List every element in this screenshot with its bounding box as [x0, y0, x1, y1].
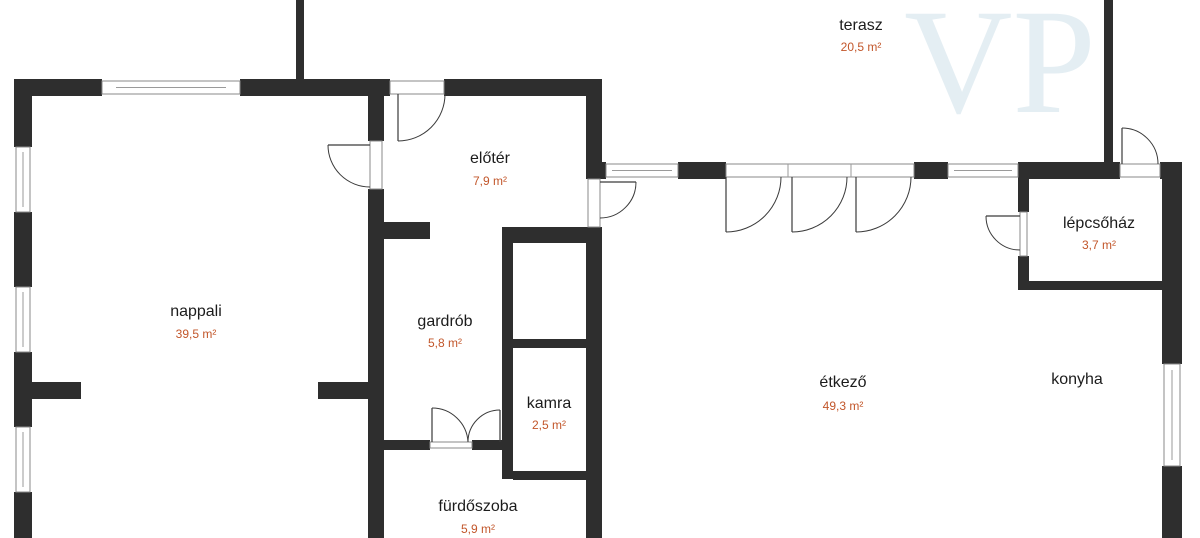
room-area: 5,9 m²: [461, 522, 495, 536]
room-gardrob: gardrób 5,8 m²: [417, 313, 472, 350]
room-name: előtér: [470, 150, 511, 167]
room-name: fürdőszoba: [438, 498, 517, 515]
room-kamra: kamra 2,5 m²: [527, 395, 572, 432]
windows: [15, 80, 1181, 493]
room-name: lépcsőház: [1063, 215, 1135, 232]
room-area: 7,9 m²: [473, 174, 507, 188]
room-area: 49,3 m²: [823, 399, 864, 413]
room-area: 20,5 m²: [841, 40, 882, 54]
room-etkezo: étkező 49,3 m²: [819, 374, 866, 413]
room-name: terasz: [839, 17, 883, 34]
walls: [14, 0, 1182, 538]
room-furdoszoba: fürdőszoba 5,9 m²: [438, 498, 517, 536]
room-name: gardrób: [417, 313, 472, 330]
room-name: étkező: [819, 374, 866, 391]
room-area: 3,7 m²: [1082, 238, 1116, 252]
room-name: nappali: [170, 303, 222, 320]
doors: [327, 80, 1161, 449]
room-terasz: terasz 20,5 m²: [839, 17, 883, 54]
watermark-logo: VP: [904, 0, 1096, 145]
room-lepcsohaz: lépcsőház 3,7 m²: [1063, 215, 1135, 252]
room-konyha: konyha: [1051, 371, 1103, 388]
room-area: 2,5 m²: [532, 418, 566, 432]
room-name: konyha: [1051, 371, 1103, 388]
room-name: kamra: [527, 395, 572, 412]
room-eloter: előtér 7,9 m²: [470, 150, 511, 188]
room-nappali: nappali 39,5 m²: [170, 303, 222, 341]
room-area: 5,8 m²: [428, 336, 462, 350]
room-area: 39,5 m²: [176, 327, 217, 341]
